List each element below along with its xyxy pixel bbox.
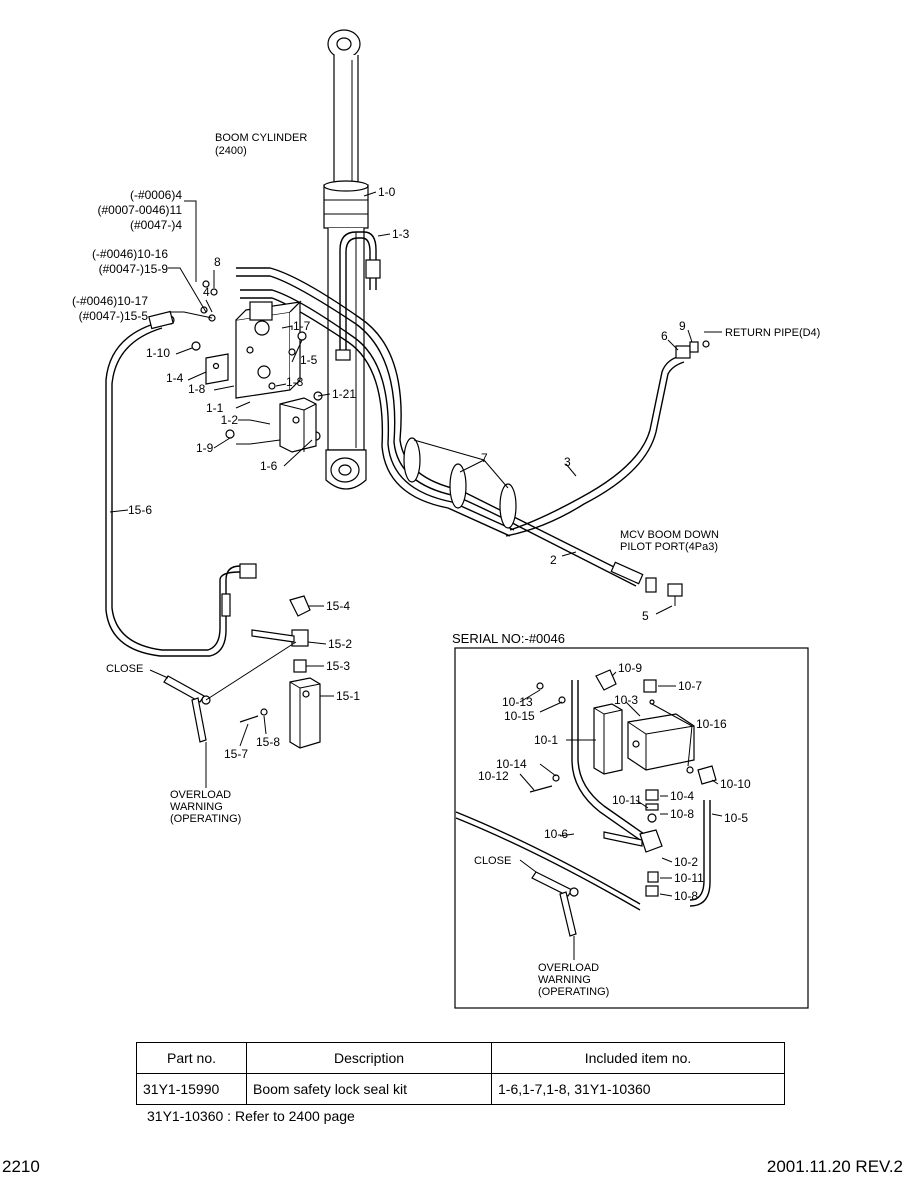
- callout-1-4: 1-4: [166, 371, 184, 385]
- page-number: 2210: [2, 1157, 40, 1176]
- callout-15-2: 15-2: [328, 637, 352, 651]
- callout-10-9: 10-9: [618, 661, 642, 675]
- callout-10-2: 10-2: [674, 855, 698, 869]
- callout-labels: BOOM CYLINDER (2400) 1-0 1-3 (-#0006)4 (…: [72, 132, 820, 998]
- callout-10-16: 10-16: [696, 717, 727, 731]
- callout-10-10: 10-10: [720, 777, 751, 791]
- callout-10-11a: 10-11: [612, 793, 642, 807]
- overload-label-inset-3: (OPERATING): [538, 986, 609, 998]
- close-label-inset: CLOSE: [474, 855, 511, 867]
- callout-1-8b: 1-8: [286, 375, 304, 389]
- callout-15-8: 15-8: [256, 735, 280, 749]
- callout-1-3: 1-3: [392, 227, 410, 241]
- callout-1-2: 1-2: [221, 413, 239, 427]
- table-row: 31Y1-15990 Boom safety lock seal kit 1-6…: [136, 1073, 785, 1105]
- callout-10-11b: 10-11: [674, 871, 704, 885]
- safety-valve-drawing: [165, 280, 323, 453]
- callout-1-0: 1-0: [378, 185, 396, 199]
- callout-10-14: 10-14: [496, 757, 527, 771]
- pipes-and-hoses: [236, 231, 710, 606]
- callout-10-17-b: (#0047-)15-5: [79, 309, 149, 323]
- callout-1-8a: 1-8: [188, 382, 206, 396]
- callout-q4-a: (-#0006)4: [130, 188, 182, 202]
- overload-hose-drawing: [105, 310, 321, 749]
- callout-4: 4: [203, 285, 210, 299]
- callout-9: 9: [679, 319, 686, 333]
- callout-10-4: 10-4: [670, 789, 694, 803]
- callout-1-6: 1-6: [260, 459, 278, 473]
- callout-1-21: 1-21: [332, 387, 356, 401]
- callout-2: 2: [550, 553, 557, 567]
- callout-10-1: 10-1: [534, 733, 558, 747]
- callout-15-4: 15-4: [326, 599, 350, 613]
- parts-table: Part no. Description Included item no. 3…: [136, 1042, 785, 1105]
- overload-label-main-3: (OPERATING): [170, 813, 241, 825]
- cell-description: Boom safety lock seal kit: [246, 1073, 492, 1105]
- callout-1-7: 1-7: [293, 319, 311, 333]
- overload-label-main-1: OVERLOAD: [170, 789, 231, 801]
- callout-7: 7: [481, 451, 488, 465]
- boom-cylinder-label: BOOM CYLINDER: [215, 132, 307, 144]
- callout-10-16-b: (#0047-)15-9: [99, 262, 169, 276]
- leader-lines: [109, 191, 723, 960]
- overload-label-inset-1: OVERLOAD: [538, 962, 599, 974]
- callout-1-10: 1-10: [146, 346, 170, 360]
- mcv-label-1: MCV BOOM DOWN: [620, 529, 719, 541]
- revision-date: 2001.11.20 REV.2: [766, 1157, 903, 1176]
- callout-15-7: 15-7: [224, 747, 248, 761]
- header-included-items: Included item no.: [491, 1042, 785, 1074]
- cell-part-no: 31Y1-15990: [136, 1073, 247, 1105]
- close-label-main: CLOSE: [106, 663, 143, 675]
- callout-1-1: 1-1: [206, 401, 224, 415]
- callout-3: 3: [564, 455, 571, 469]
- callout-1-5: 1-5: [300, 353, 318, 367]
- callout-q4-c: (#0047-)4: [130, 218, 182, 232]
- callout-10-13: 10-13: [502, 695, 533, 709]
- hydraulic-parts-diagram: BOOM CYLINDER (2400) 1-0 1-3 (-#0006)4 (…: [72, 29, 820, 1009]
- callout-q4-b: (#0007-0046)11: [97, 203, 182, 217]
- header-part-no: Part no.: [136, 1042, 247, 1074]
- serial-number-label: SERIAL NO:-#0046: [452, 631, 565, 646]
- callout-10-15: 10-15: [504, 709, 535, 723]
- callout-10-6: 10-6: [544, 827, 568, 841]
- parts-table-header: Part no. Description Included item no.: [136, 1042, 785, 1074]
- callout-10-3: 10-3: [614, 693, 638, 707]
- callout-10-8b: 10-8: [674, 889, 698, 903]
- callout-10-16-a: (-#0046)10-16: [92, 247, 168, 261]
- callout-10-5: 10-5: [724, 811, 748, 825]
- callout-10-7: 10-7: [678, 679, 702, 693]
- callout-15-6: 15-6: [128, 503, 152, 517]
- callout-10-12: 10-12: [478, 769, 509, 783]
- inset-serial-box: [454, 647, 809, 1009]
- callout-10-17-a: (-#0046)10-17: [72, 294, 148, 308]
- callout-8: 8: [214, 255, 221, 269]
- callout-1-9: 1-9: [196, 441, 214, 455]
- callout-6: 6: [661, 329, 668, 343]
- header-description: Description: [246, 1042, 492, 1074]
- cell-included-items: 1-6,1-7,1-8, 31Y1-10360: [491, 1073, 785, 1105]
- callout-15-3: 15-3: [326, 659, 350, 673]
- overload-label-inset-2: WARNING: [538, 974, 591, 986]
- mcv-label-2: PILOT PORT(4Pa3): [620, 541, 718, 553]
- boom-cylinder-ref-label: (2400): [215, 145, 247, 157]
- callout-10-8a: 10-8: [670, 807, 694, 821]
- return-pipe-label: RETURN PIPE(D4): [725, 327, 820, 339]
- callout-15-1: 15-1: [336, 689, 360, 703]
- callout-5: 5: [642, 609, 649, 623]
- overload-label-main-2: WARNING: [170, 801, 223, 813]
- reference-note: 31Y1-10360 : Refer to 2400 page: [147, 1108, 355, 1124]
